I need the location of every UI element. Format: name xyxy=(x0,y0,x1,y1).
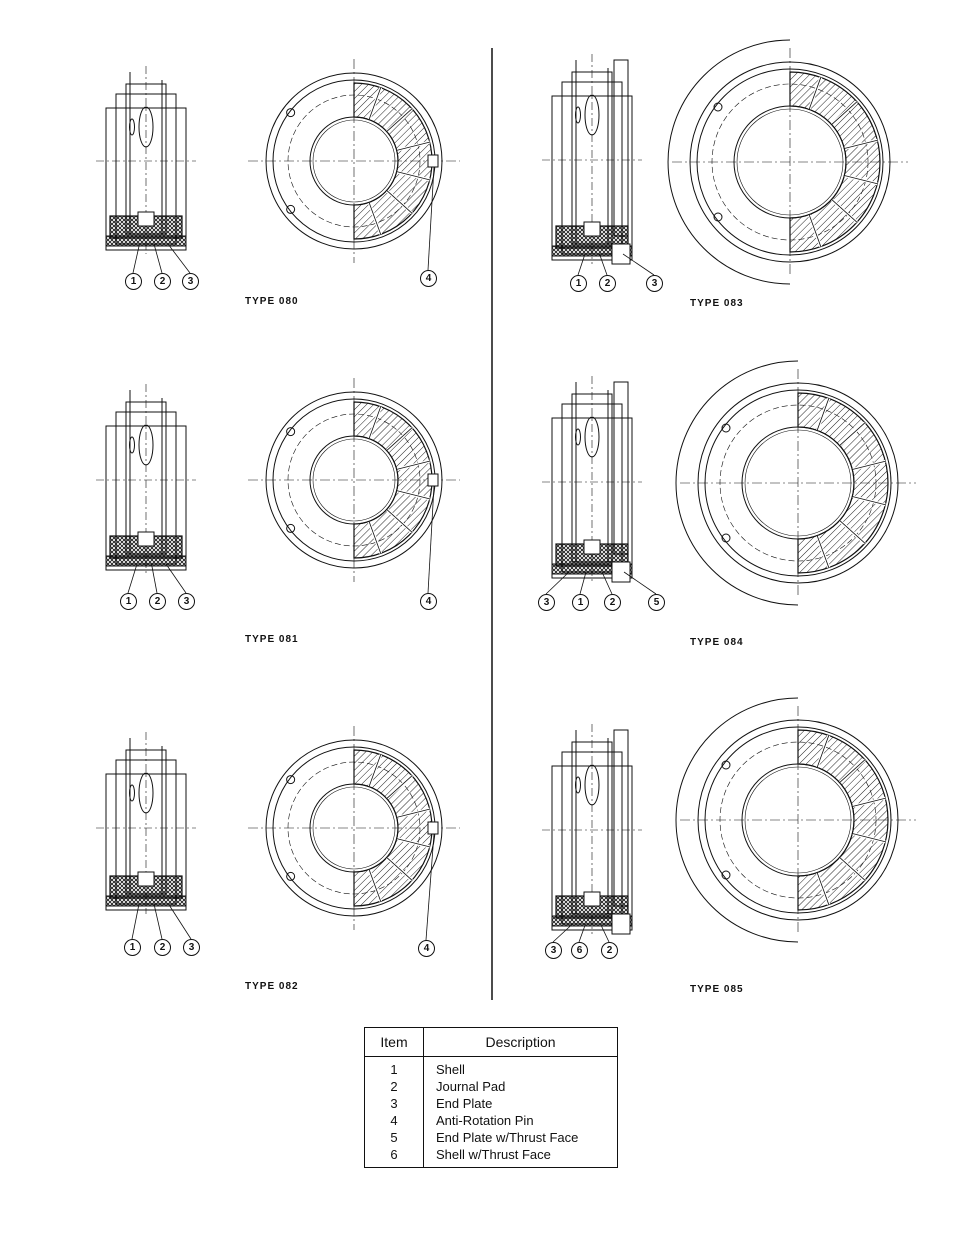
legend-item-number: 4 xyxy=(365,1112,424,1129)
anti-rotation-pin xyxy=(428,474,438,486)
legend-row: 6 Shell w/Thrust Face xyxy=(365,1146,618,1168)
item-callout: 2 xyxy=(599,275,616,292)
callout-leader xyxy=(602,572,612,594)
item-callout: 2 xyxy=(154,273,171,290)
legend-item-description: Anti-Rotation Pin xyxy=(424,1112,618,1129)
legend-item-number: 5 xyxy=(365,1129,424,1146)
thrust-flange-outline xyxy=(614,730,628,906)
item-callout: 3 xyxy=(183,939,200,956)
callout-leader xyxy=(601,924,610,942)
callout-leader xyxy=(166,564,186,593)
callout-leader xyxy=(133,244,140,273)
legend-row: 1 Shell xyxy=(365,1057,618,1079)
bearing-figure-081 xyxy=(96,378,460,593)
journal-pad-section xyxy=(138,872,154,886)
legend-item-description: Shell w/Thrust Face xyxy=(424,1146,618,1168)
callout-leader xyxy=(579,924,586,942)
thrust-flange-outline xyxy=(614,382,628,554)
callout-leader xyxy=(546,572,569,594)
bearing-figure-082 xyxy=(96,726,460,940)
callout-leader xyxy=(580,572,586,594)
anti-rotation-pin xyxy=(428,155,438,167)
legend-item-description: Shell xyxy=(424,1057,618,1079)
thrust-flange-outline xyxy=(614,60,628,236)
item-callout: 1 xyxy=(570,275,587,292)
legend-description-header: Description xyxy=(424,1028,618,1057)
item-callout: 4 xyxy=(420,270,437,287)
legend-item-number: 2 xyxy=(365,1078,424,1095)
bearing-figure-080 xyxy=(96,59,460,273)
journal-pad-section xyxy=(584,540,600,554)
callout-leader xyxy=(152,564,158,593)
item-callout: 3 xyxy=(178,593,195,610)
legend-header-row: Item Description xyxy=(365,1028,618,1057)
anti-rotation-block xyxy=(612,562,630,582)
section-hatch xyxy=(106,236,186,246)
item-callout: 1 xyxy=(124,939,141,956)
callout-leader xyxy=(128,564,137,593)
legend-item-header: Item xyxy=(365,1028,424,1057)
callout-leader xyxy=(169,904,192,939)
legend-item-description: End Plate w/Thrust Face xyxy=(424,1129,618,1146)
callout-leader xyxy=(553,924,573,942)
type-label-081: TYPE 081 xyxy=(245,634,299,645)
type-label-084: TYPE 084 xyxy=(690,637,744,648)
section-hatch xyxy=(106,896,186,906)
item-callout: 4 xyxy=(418,940,435,957)
journal-pad-section xyxy=(138,532,154,546)
item-callout: 5 xyxy=(648,594,665,611)
callout-leader xyxy=(132,904,139,939)
parts-legend-table: Item Description 1 Shell 2 Journal Pad 3… xyxy=(364,1027,618,1168)
type-label-083: TYPE 083 xyxy=(690,298,744,309)
section-hatch xyxy=(106,556,186,566)
item-callout: 3 xyxy=(182,273,199,290)
item-callout: 1 xyxy=(125,273,142,290)
item-callout: 3 xyxy=(646,275,663,292)
item-callout: 4 xyxy=(420,593,437,610)
item-callout: 2 xyxy=(154,939,171,956)
type-label-085: TYPE 085 xyxy=(690,984,744,995)
anti-rotation-block xyxy=(612,914,630,934)
legend-row: 2 Journal Pad xyxy=(365,1078,618,1095)
legend-item-description: Journal Pad xyxy=(424,1078,618,1095)
legend-item-description: End Plate xyxy=(424,1095,618,1112)
anti-rotation-block xyxy=(612,244,630,264)
legend-row: 5 End Plate w/Thrust Face xyxy=(365,1129,618,1146)
callout-leader xyxy=(154,904,162,939)
item-callout: 2 xyxy=(601,942,618,959)
journal-pad-section xyxy=(138,212,154,226)
item-callout: 2 xyxy=(604,594,621,611)
journal-pad-section xyxy=(584,892,600,906)
bearing-figure-083 xyxy=(542,40,908,284)
bearing-figure-084 xyxy=(542,361,916,605)
callout-leader xyxy=(624,572,656,594)
legend-item-number: 3 xyxy=(365,1095,424,1112)
callout-leader xyxy=(600,254,608,275)
callout-leader xyxy=(578,254,585,275)
anti-rotation-pin xyxy=(428,822,438,834)
item-callout: 3 xyxy=(545,942,562,959)
item-callout: 1 xyxy=(572,594,589,611)
type-label-082: TYPE 082 xyxy=(245,981,299,992)
callout-leader xyxy=(154,244,162,273)
item-callout: 1 xyxy=(120,593,137,610)
journal-pad-section xyxy=(584,222,600,236)
legend-item-number: 6 xyxy=(365,1146,424,1168)
callout-leader xyxy=(168,244,190,273)
item-callout: 3 xyxy=(538,594,555,611)
legend-row: 3 End Plate xyxy=(365,1095,618,1112)
bearing-figure-085 xyxy=(542,698,916,942)
item-callout: 2 xyxy=(149,593,166,610)
item-callout: 6 xyxy=(571,942,588,959)
legend-row: 4 Anti-Rotation Pin xyxy=(365,1112,618,1129)
legend-item-number: 1 xyxy=(365,1057,424,1079)
type-label-080: TYPE 080 xyxy=(245,296,299,307)
